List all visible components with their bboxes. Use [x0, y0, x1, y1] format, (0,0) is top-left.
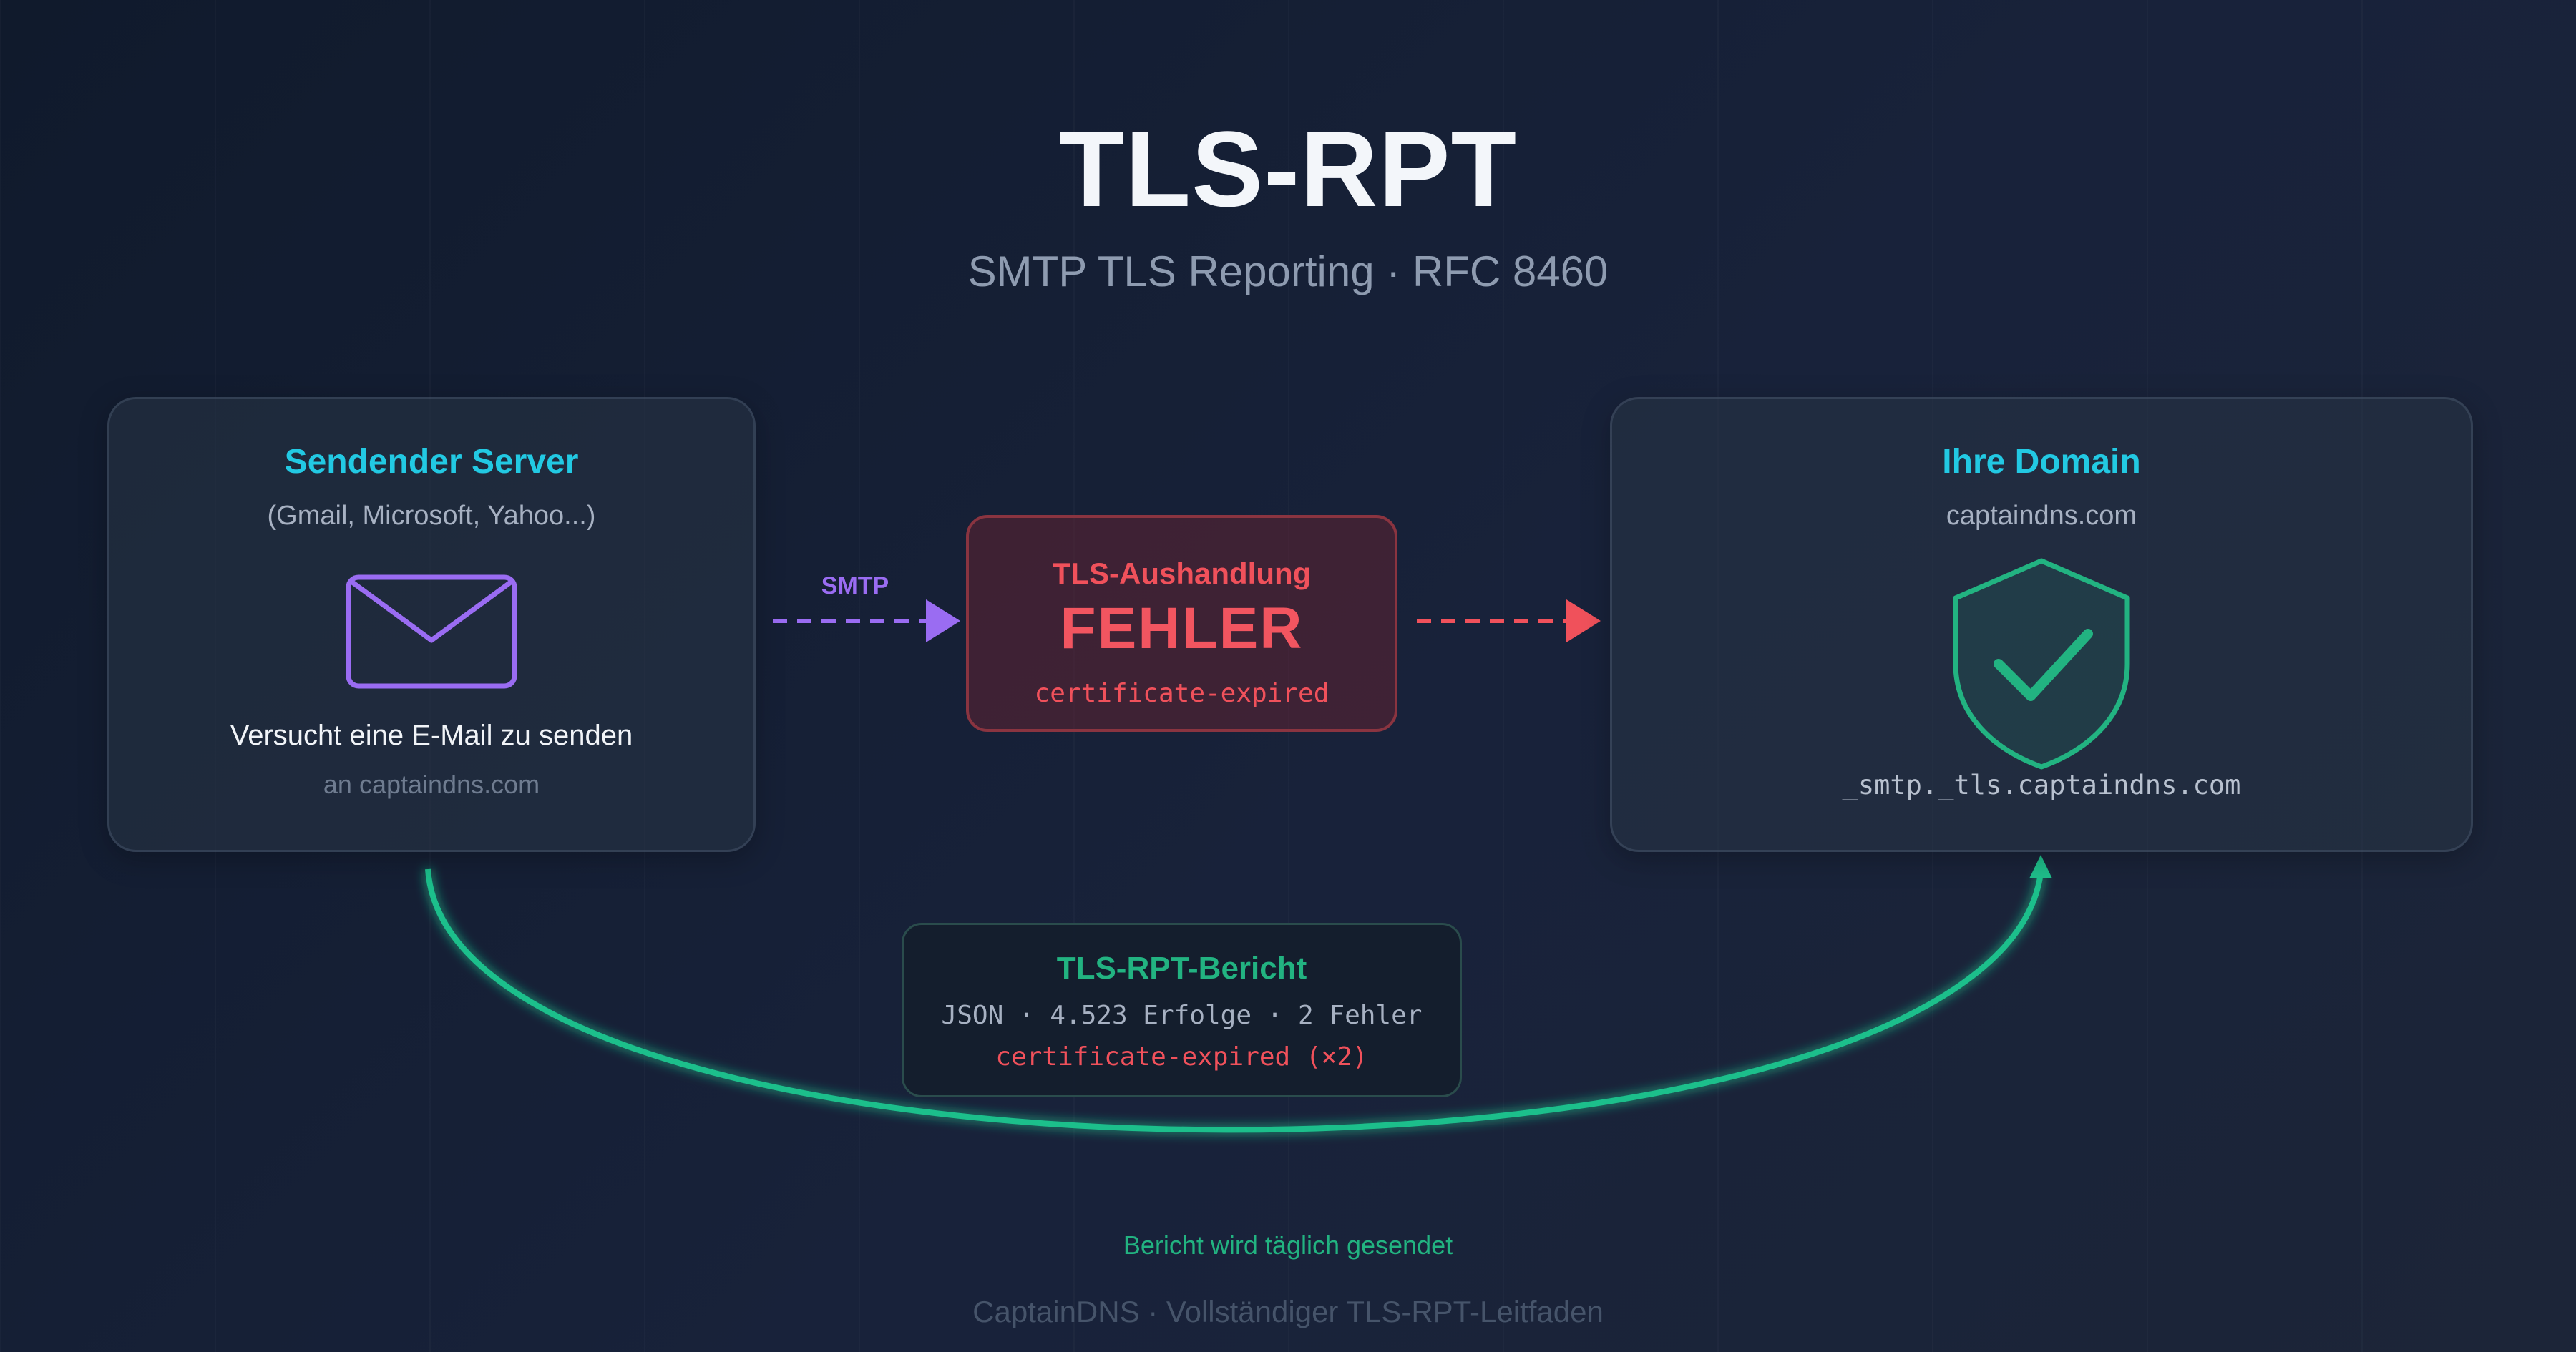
page-subtitle: SMTP TLS Reporting · RFC 8460: [967, 248, 1609, 295]
tls-negotiation-box: TLS-Aushandlung FEHLER certificate-expir…: [966, 515, 1397, 732]
report-stats: JSON · 4.523 Erfolge · 2 Fehler: [941, 1001, 1423, 1030]
report-error: certificate-expired (×2): [995, 1042, 1368, 1072]
domain-card: Ihre Domain captaindns.com _smtp._tls.ca…: [1610, 397, 2473, 852]
negotiation-status: FEHLER: [1060, 596, 1304, 661]
sender-server-card: Sendender Server (Gmail, Microsoft, Yaho…: [107, 397, 756, 852]
envelope-icon: [346, 574, 517, 689]
sender-providers: (Gmail, Microsoft, Yahoo...): [267, 501, 596, 531]
tlsrpt-report-box: TLS-RPT-Bericht JSON · 4.523 Erfolge · 2…: [902, 923, 1462, 1097]
footer-text: CaptainDNS · Vollständiger TLS-RPT-Leitf…: [972, 1295, 1604, 1328]
tlsrpt-dns-record: _smtp._tls.captaindns.com: [1842, 770, 2241, 800]
shield-check-icon: [1953, 558, 2130, 770]
domain-name: captaindns.com: [1946, 501, 2137, 531]
page-title: TLS-RPT: [1058, 109, 1518, 229]
smtp-label: SMTP: [821, 572, 889, 599]
domain-title: Ihre Domain: [1942, 443, 2141, 481]
negotiation-title: TLS-Aushandlung: [1052, 557, 1312, 590]
report-arrowhead: [2029, 855, 2052, 878]
sender-target: an captaindns.com: [323, 770, 540, 799]
daily-report-note: Bericht wird täglich gesendet: [1123, 1230, 1453, 1260]
report-title: TLS-RPT-Bericht: [1056, 951, 1307, 986]
sender-action: Versucht eine E-Mail zu senden: [230, 720, 633, 751]
sender-title: Sendender Server: [284, 443, 579, 481]
negotiation-error-code: certificate-expired: [1034, 679, 1330, 708]
